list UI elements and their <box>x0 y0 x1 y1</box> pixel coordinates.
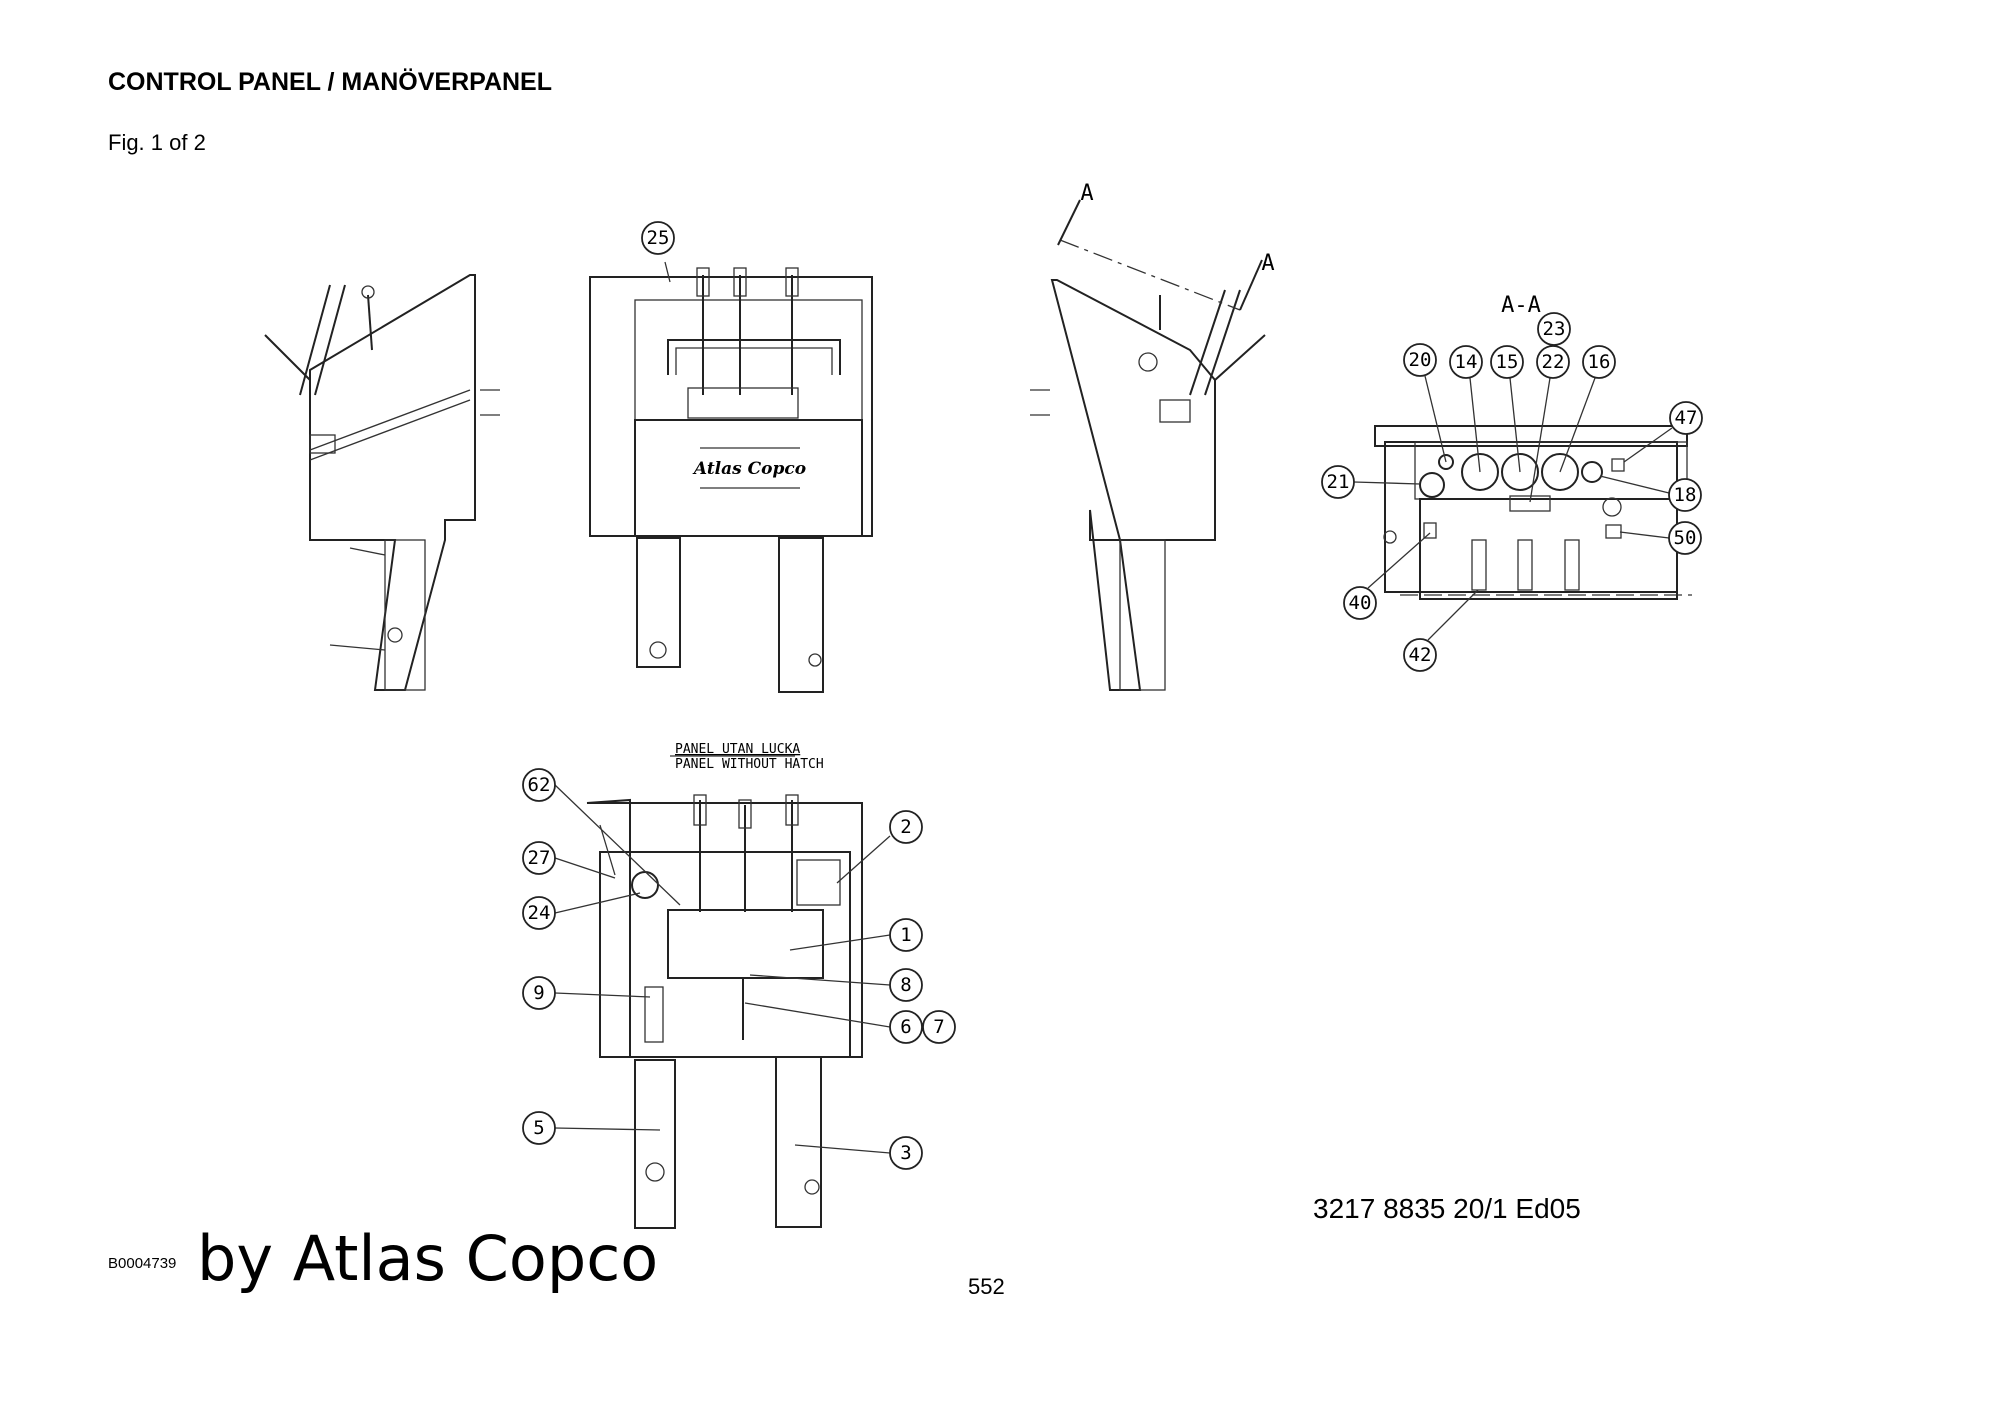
svg-text:9: 9 <box>533 982 544 1004</box>
bottom-view-panel-without-hatch: PANEL UTAN LUCKA PANEL WITHOUT HATCH <box>554 742 891 1229</box>
callout-50: 50 <box>1668 521 1702 555</box>
callout-21: 21 <box>1321 465 1355 499</box>
callout-24: 24 <box>522 896 556 930</box>
svg-text:7: 7 <box>933 1016 944 1038</box>
callout-42: 42 <box>1403 638 1437 672</box>
svg-text:3: 3 <box>900 1142 911 1164</box>
label-panel-utan-lucka: PANEL UTAN LUCKA <box>675 742 800 757</box>
side-view-right: A A <box>1030 181 1275 691</box>
svg-text:22: 22 <box>1542 351 1565 373</box>
page-number: 552 <box>968 1274 1005 1299</box>
callout-23: 23 <box>1537 312 1571 346</box>
document-number: 3217 8835 20/1 Ed05 <box>1313 1193 1581 1224</box>
svg-text:15: 15 <box>1496 351 1519 373</box>
svg-text:2: 2 <box>900 816 911 838</box>
svg-text:40: 40 <box>1349 592 1372 614</box>
callout-8: 8 <box>889 968 923 1002</box>
svg-text:23: 23 <box>1543 318 1566 340</box>
svg-text:14: 14 <box>1455 351 1478 373</box>
callout-40: 40 <box>1343 586 1377 620</box>
svg-text:5: 5 <box>533 1117 544 1139</box>
svg-text:6: 6 <box>900 1016 911 1038</box>
page-title: CONTROL PANEL / MANÖVERPANEL <box>108 68 553 96</box>
svg-text:47: 47 <box>1675 407 1698 429</box>
callout-16: 16 <box>1582 345 1616 379</box>
svg-text:24: 24 <box>528 902 551 924</box>
svg-text:20: 20 <box>1409 349 1432 371</box>
svg-text:18: 18 <box>1674 484 1697 506</box>
callout-6: 6 <box>889 1010 923 1044</box>
side-view-left <box>264 274 500 691</box>
callout-15: 15 <box>1490 345 1524 379</box>
callout-62: 62 <box>522 768 556 802</box>
section-marker-a: A <box>1261 251 1274 276</box>
callout-5: 5 <box>522 1111 556 1145</box>
brand-watermark: by Atlas Copco <box>197 1222 659 1295</box>
section-marker-a: A <box>1080 181 1093 206</box>
image-code: B0004739 <box>108 1255 177 1272</box>
svg-text:1: 1 <box>900 924 911 946</box>
svg-text:62: 62 <box>528 774 551 796</box>
callout-27: 27 <box>522 841 556 875</box>
label-panel-without-hatch: PANEL WITHOUT HATCH <box>675 757 824 772</box>
callout-14: 14 <box>1449 345 1483 379</box>
callout-9: 9 <box>522 976 556 1010</box>
svg-text:8: 8 <box>900 974 911 996</box>
figure-number: Fig. 1 of 2 <box>108 130 206 155</box>
svg-text:42: 42 <box>1409 644 1432 666</box>
callout-47: 47 <box>1669 401 1703 435</box>
svg-text:25: 25 <box>647 227 670 249</box>
svg-text:50: 50 <box>1674 527 1697 549</box>
svg-text:16: 16 <box>1588 351 1611 373</box>
callout-22: 22 <box>1536 345 1570 379</box>
svg-text:27: 27 <box>528 847 551 869</box>
callout-3: 3 <box>889 1136 923 1170</box>
callout-1: 1 <box>889 918 923 952</box>
section-leaders <box>1353 375 1673 641</box>
front-view: Atlas Copco <box>589 261 873 693</box>
callout-25: 25 <box>641 221 675 255</box>
section-a-a-view: A-A <box>1374 293 1692 600</box>
atlas-copco-logo: Atlas Copco <box>692 459 806 479</box>
svg-text:21: 21 <box>1327 471 1350 493</box>
callout-2: 2 <box>889 810 923 844</box>
section-label: A-A <box>1501 293 1541 318</box>
callout-7: 7 <box>922 1010 956 1044</box>
callout-18: 18 <box>1668 478 1702 512</box>
callout-20: 20 <box>1403 343 1437 377</box>
